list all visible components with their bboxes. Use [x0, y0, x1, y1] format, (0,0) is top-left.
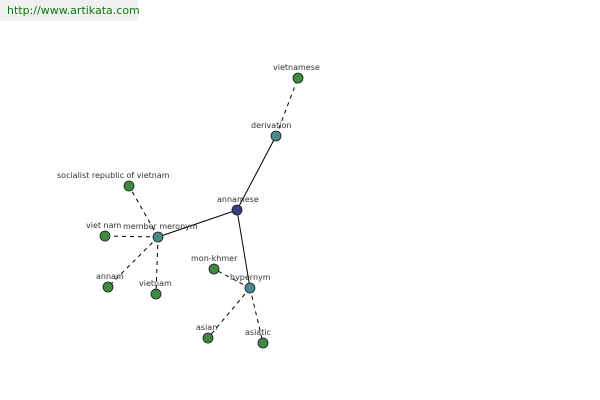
node-circle-vietnamese[interactable]: [292, 72, 304, 84]
node-circle-derivation[interactable]: [270, 130, 282, 142]
node-derivation[interactable]: derivation: [251, 121, 291, 142]
site-url-link[interactable]: http://www.artikata.com: [7, 4, 140, 17]
edge-annamese-to-hypernym: [236, 209, 251, 289]
node-mon-khmer[interactable]: mon-khmer: [191, 254, 238, 275]
node-annamese[interactable]: annamese: [217, 195, 259, 216]
node-circle-member-meronym[interactable]: [152, 231, 164, 243]
node-asiatic[interactable]: asiatic: [245, 328, 271, 349]
url-banner: http://www.artikata.com: [0, 0, 140, 21]
edge-member-meronym-to-socialist-republic-of-vietnam: [128, 185, 159, 238]
edge-hypernym-to-asian: [207, 287, 251, 339]
node-asian[interactable]: asian: [196, 323, 217, 344]
node-member-meronym[interactable]: member meronym: [123, 222, 198, 243]
node-label-annam[interactable]: annam: [96, 272, 124, 281]
node-socialist-republic-of-vietnam[interactable]: socialist republic of vietnam: [57, 171, 170, 192]
edge-member-meronym-to-vietnam: [155, 236, 159, 295]
node-label-derivation[interactable]: derivation: [251, 121, 291, 130]
edge-member-meronym-to-annam: [107, 236, 159, 288]
edges-layer: [104, 77, 299, 344]
node-label-viet-nam[interactable]: viet nam: [86, 221, 122, 230]
node-circle-hypernym[interactable]: [244, 282, 256, 294]
node-label-member-meronym[interactable]: member meronym: [123, 222, 198, 231]
node-circle-annam[interactable]: [102, 281, 114, 293]
node-circle-asiatic[interactable]: [257, 337, 269, 349]
node-vietnam[interactable]: vietnam: [139, 279, 172, 300]
node-circle-annamese[interactable]: [231, 204, 243, 216]
node-label-mon-khmer[interactable]: mon-khmer: [191, 254, 238, 263]
node-circle-viet-nam[interactable]: [99, 230, 111, 242]
node-circle-asian[interactable]: [202, 332, 214, 344]
node-label-vietnam[interactable]: vietnam: [139, 279, 172, 288]
node-viet-nam[interactable]: viet nam: [86, 221, 122, 242]
node-label-socialist-republic-of-vietnam[interactable]: socialist republic of vietnam: [57, 171, 170, 180]
edge-derivation-to-vietnamese: [275, 77, 299, 137]
node-annam[interactable]: annam: [96, 272, 124, 293]
edge-annamese-to-derivation: [236, 135, 277, 211]
node-circle-socialist-republic-of-vietnam[interactable]: [123, 180, 135, 192]
edge-hypernym-to-asiatic: [249, 287, 264, 344]
edge-annamese-to-member-meronym: [157, 209, 238, 238]
node-vietnamese[interactable]: vietnamese: [273, 63, 320, 84]
node-circle-vietnam[interactable]: [150, 288, 162, 300]
edge-member-meronym-to-viet-nam: [104, 235, 159, 238]
node-circle-mon-khmer[interactable]: [208, 263, 220, 275]
node-hypernym[interactable]: hypernym: [230, 273, 271, 294]
node-label-hypernym[interactable]: hypernym: [230, 273, 271, 282]
node-label-annamese[interactable]: annamese: [217, 195, 259, 204]
edge-hypernym-to-mon-khmer: [213, 268, 251, 289]
node-label-asian[interactable]: asian: [196, 323, 217, 332]
node-label-asiatic[interactable]: asiatic: [245, 328, 271, 337]
node-label-vietnamese[interactable]: vietnamese: [273, 63, 320, 72]
nodes-layer: annamese derivation vietnamese member meron…: [57, 63, 320, 349]
